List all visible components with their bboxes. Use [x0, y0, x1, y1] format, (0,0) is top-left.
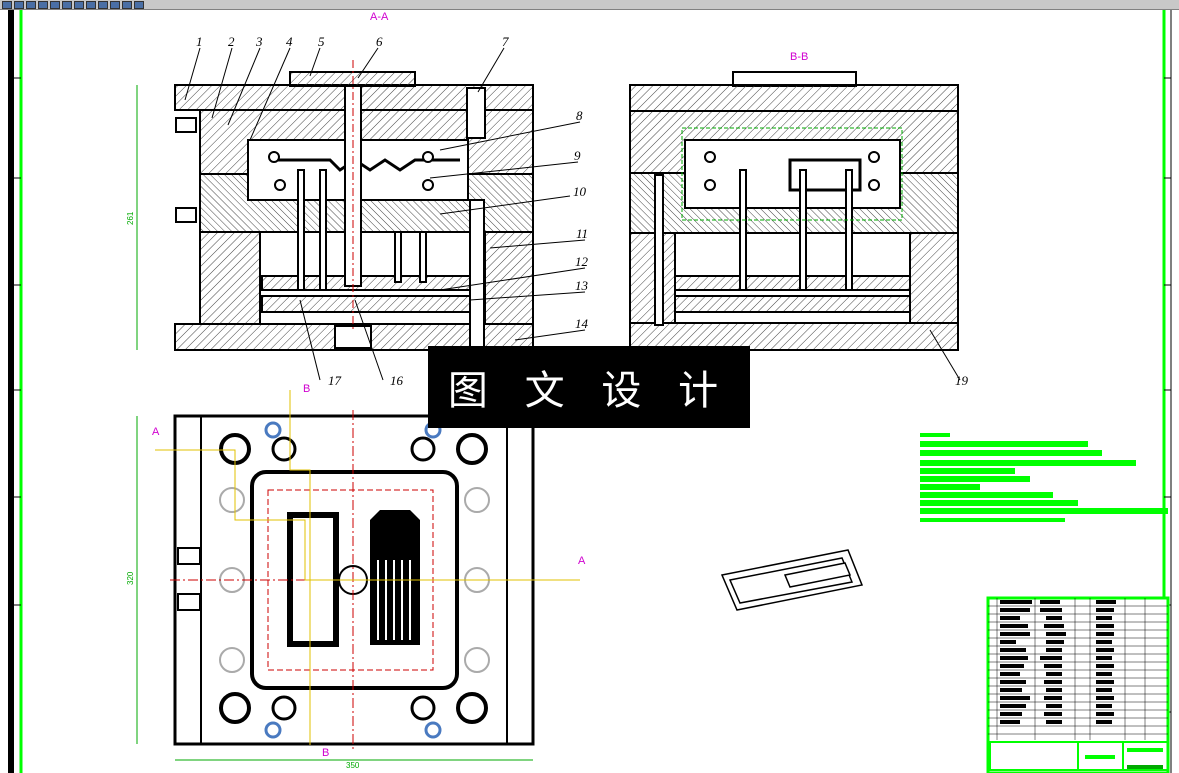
plan-guide-holes — [219, 433, 488, 724]
dim-height-aa: 261 — [126, 211, 135, 225]
cavity-right-ribs — [377, 560, 411, 640]
section-bb-view: B-B — [629, 51, 959, 351]
support-block-right — [484, 231, 534, 325]
zoom-icon[interactable] — [110, 1, 120, 9]
part-label-2: 2 — [228, 34, 235, 49]
part-label-13: 13 — [575, 278, 589, 293]
part-label-8: 8 — [576, 108, 583, 123]
part-label-1: 1 — [196, 34, 203, 49]
print-icon[interactable] — [38, 1, 48, 9]
bb-ejector-plate — [674, 295, 911, 313]
technical-notes-block — [920, 433, 1168, 522]
marker-a-right: A — [578, 555, 586, 567]
section-aa-title: A-A — [370, 11, 389, 23]
product-isometric — [720, 549, 864, 611]
paste-icon[interactable] — [74, 1, 84, 9]
marker-b-top: B — [303, 383, 310, 395]
bb-bottom-clamp-plate — [629, 322, 959, 351]
part-label-17: 17 — [328, 373, 342, 388]
new-icon[interactable] — [2, 1, 12, 9]
ejector-plate — [261, 295, 485, 313]
support-block-left — [199, 231, 261, 325]
cooling-channels — [268, 151, 434, 191]
cooling-fitting-top — [175, 117, 197, 133]
undo-icon[interactable] — [86, 1, 96, 9]
part-label-12: 12 — [575, 254, 589, 269]
watermark-text: 图 文 设 计 — [447, 368, 731, 414]
part-label-19: 19 — [955, 373, 969, 388]
open-icon[interactable] — [14, 1, 24, 9]
section-bb-title: B-B — [790, 51, 808, 63]
guide-pin — [469, 199, 485, 351]
bom-entries — [1000, 600, 1116, 724]
bb-ejector-retainer — [674, 275, 911, 291]
part-label-3: 3 — [255, 34, 263, 49]
part-label-11: 11 — [576, 226, 588, 241]
guide-pin-top — [466, 87, 486, 139]
section-cut-a — [155, 449, 580, 581]
cooling-fitting-bottom — [175, 207, 197, 223]
cut-icon[interactable] — [50, 1, 60, 9]
title-drawing-no-cell — [1122, 741, 1169, 771]
section-cut-b — [289, 390, 311, 745]
bb-ejector-pins — [654, 169, 853, 326]
plan-cooling-fittings — [177, 547, 201, 611]
bb-locating-ring — [732, 71, 857, 87]
redo-icon[interactable] — [98, 1, 108, 9]
part-label-16: 16 — [390, 373, 404, 388]
part-label-9: 9 — [574, 148, 581, 163]
part-label-10: 10 — [573, 184, 587, 199]
dim-height-plan: 320 — [126, 571, 135, 585]
part-cavity-profile — [270, 158, 460, 172]
plan-view: A A B B 320 350 — [126, 383, 586, 770]
ejector-hole — [334, 325, 372, 349]
mold-assembly-drawing: A-A — [0, 10, 1179, 773]
cad-toolbar — [0, 0, 1179, 10]
bb-support-left — [629, 232, 676, 324]
save-icon[interactable] — [26, 1, 36, 9]
dim-width-plan: 350 — [346, 761, 360, 770]
left-frame-bar — [8, 10, 14, 773]
marker-b-bottom: B — [322, 747, 329, 759]
part-label-7: 7 — [502, 34, 509, 49]
bb-dim-outline — [681, 127, 903, 221]
pan-icon[interactable] — [122, 1, 132, 9]
part-label-6: 6 — [376, 34, 383, 49]
bb-support-right — [909, 232, 959, 324]
title-block — [986, 596, 1170, 773]
marker-a-left: A — [152, 426, 160, 438]
bb-cooling-channels — [704, 151, 880, 191]
copy-icon[interactable] — [62, 1, 72, 9]
ejector-pins — [297, 169, 427, 291]
bom-rows — [988, 598, 1168, 740]
layer-icon[interactable] — [134, 1, 144, 9]
watermark-banner: 图 文 设 计 — [428, 346, 750, 428]
part-label-4: 4 — [286, 34, 293, 49]
part-label-5: 5 — [318, 34, 325, 49]
bb-top-clamp-plate — [629, 84, 959, 112]
leader-lines — [184, 47, 961, 381]
section-aa-view: A-A — [126, 11, 969, 388]
part-label-14: 14 — [575, 316, 589, 331]
plan-screw-holes — [219, 487, 490, 673]
